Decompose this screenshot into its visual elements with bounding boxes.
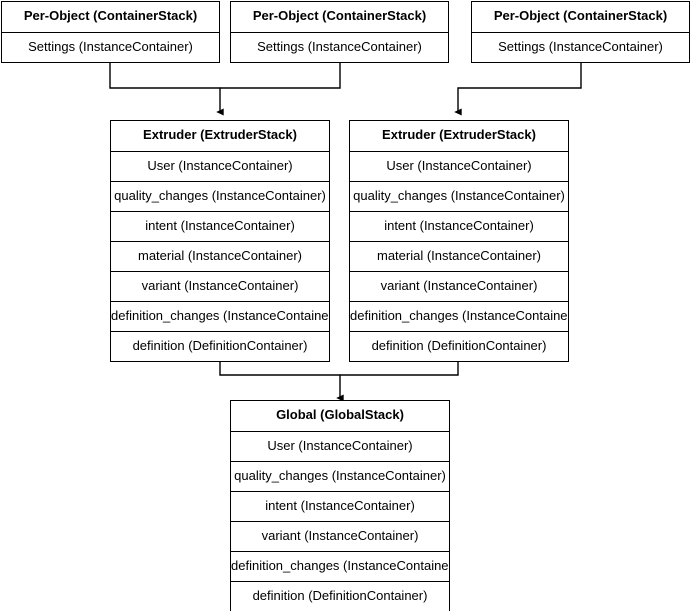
node-row-variant: variant (InstanceContainer) — [350, 271, 568, 301]
node-row-settings: Settings (InstanceContainer) — [2, 32, 219, 62]
node-extruder-1[interactable]: Extruder (ExtruderStack) User (InstanceC… — [110, 120, 330, 362]
node-per-object-2[interactable]: Per-Object (ContainerStack) Settings (In… — [230, 1, 449, 63]
node-row-quality-changes: quality_changes (InstanceContainer) — [350, 181, 568, 211]
node-per-object-3[interactable]: Per-Object (ContainerStack) Settings (In… — [471, 1, 690, 63]
edge-perobject1-to-extruder1 — [109, 58, 224, 116]
node-header: Extruder (ExtruderStack) — [111, 121, 329, 151]
node-row-variant: variant (InstanceContainer) — [111, 271, 329, 301]
node-header: Global (GlobalStack) — [231, 401, 449, 431]
node-global-stack[interactable]: Global (GlobalStack) User (InstanceConta… — [230, 400, 450, 611]
node-extruder-2[interactable]: Extruder (ExtruderStack) User (InstanceC… — [349, 120, 569, 362]
node-row-definition: definition (DefinitionContainer) — [350, 331, 568, 361]
node-header: Per-Object (ContainerStack) — [2, 2, 219, 32]
node-row-settings: Settings (InstanceContainer) — [231, 32, 448, 62]
node-row-definition: definition (DefinitionContainer) — [231, 581, 449, 611]
node-header: Per-Object (ContainerStack) — [472, 2, 689, 32]
node-row-intent: intent (InstanceContainer) — [111, 211, 329, 241]
node-row-variant: variant (InstanceContainer) — [231, 521, 449, 551]
node-header: Per-Object (ContainerStack) — [231, 2, 448, 32]
node-row-intent: intent (InstanceContainer) — [350, 211, 568, 241]
node-row-settings: Settings (InstanceContainer) — [472, 32, 689, 62]
node-row-intent: intent (InstanceContainer) — [231, 491, 449, 521]
node-row-definition-changes: definition_changes (InstanceContainer) — [231, 551, 449, 581]
node-row-definition: definition (DefinitionContainer) — [111, 331, 329, 361]
node-per-object-1[interactable]: Per-Object (ContainerStack) Settings (In… — [1, 1, 220, 63]
node-row-user: User (InstanceContainer) — [111, 151, 329, 181]
edge-extruder2-to-global — [340, 360, 459, 376]
node-row-material: material (InstanceContainer) — [350, 241, 568, 271]
node-row-quality-changes: quality_changes (InstanceContainer) — [231, 461, 449, 491]
node-row-definition-changes: definition_changes (InstanceContainer) — [111, 301, 329, 331]
node-row-user: User (InstanceContainer) — [231, 431, 449, 461]
node-header: Extruder (ExtruderStack) — [350, 121, 568, 151]
edge-extruder1-to-global — [219, 360, 344, 402]
node-row-quality-changes: quality_changes (InstanceContainer) — [111, 181, 329, 211]
edge-perobject3-to-extruder2 — [454, 58, 582, 116]
node-row-user: User (InstanceContainer) — [350, 151, 568, 181]
node-row-material: material (InstanceContainer) — [111, 241, 329, 271]
node-row-definition-changes: definition_changes (InstanceContainer) — [350, 301, 568, 331]
